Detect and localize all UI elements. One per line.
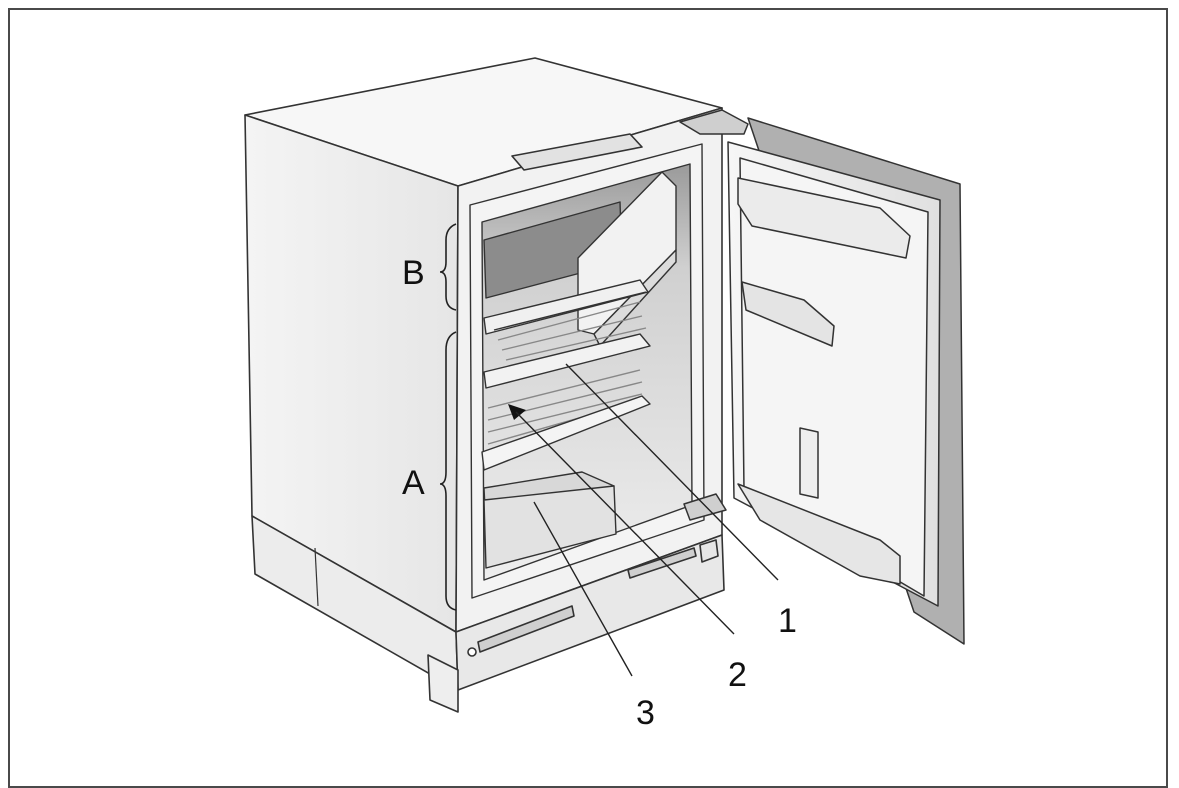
top-hinge-plate bbox=[511, 133, 643, 171]
door-bottle-shelf bbox=[737, 483, 901, 585]
upper-wire-shelf bbox=[483, 279, 651, 389]
bottom-door-hinge bbox=[683, 493, 727, 521]
shelf-arrow-marker bbox=[508, 404, 526, 420]
top-door-hinge bbox=[679, 109, 749, 135]
leader-1 bbox=[565, 363, 779, 581]
plinth-vent bbox=[477, 605, 575, 653]
leader-3 bbox=[533, 501, 633, 677]
brace-a bbox=[439, 331, 457, 611]
open-door bbox=[679, 109, 965, 645]
callout-2: 2 bbox=[728, 656, 747, 694]
leader-lines bbox=[515, 363, 779, 677]
zone-braces bbox=[439, 223, 457, 611]
brace-b bbox=[439, 223, 457, 311]
zone-label-b: B bbox=[402, 254, 425, 292]
door-dairy-compartment bbox=[737, 177, 911, 259]
callout-3: 3 bbox=[636, 694, 655, 732]
leader-2 bbox=[515, 411, 735, 635]
door-middle-shelf bbox=[741, 281, 835, 347]
lower-wire-shelf bbox=[481, 369, 651, 471]
interior bbox=[469, 143, 705, 599]
front-foot bbox=[427, 654, 459, 713]
zone-label-a: A bbox=[402, 464, 425, 502]
crisper-drawer bbox=[483, 471, 617, 569]
callout-1: 1 bbox=[778, 602, 797, 640]
